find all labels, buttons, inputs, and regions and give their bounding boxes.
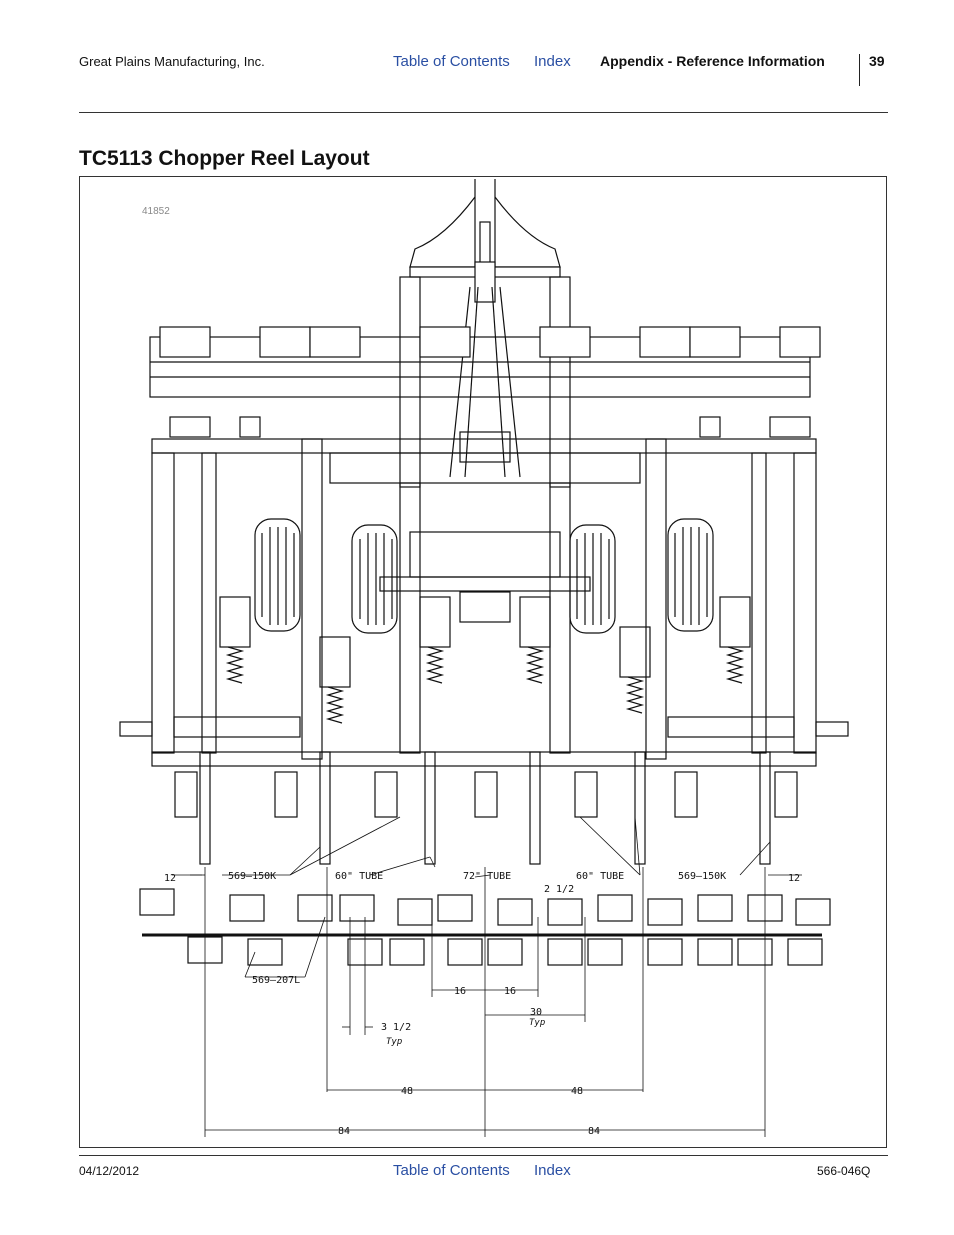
figure-number: 41852 — [142, 206, 170, 217]
gauge-wheels — [254, 518, 714, 634]
outer-right-dimension: 84 — [588, 1126, 600, 1137]
offset-typ-note: Typ — [386, 1037, 402, 1047]
page-number: 39 — [869, 53, 885, 69]
header-toc-link[interactable]: Table of Contents — [393, 53, 510, 70]
outer-left-dimension: 84 — [338, 1126, 350, 1137]
reel-spacing-typ-note: Typ — [529, 1018, 545, 1028]
main-frame — [151, 431, 817, 760]
left-part-number-label: 569–150K — [228, 871, 276, 882]
top-basket-row — [149, 326, 821, 438]
company-name: Great Plains Manufacturing, Inc. — [79, 54, 265, 69]
chopper-reel-layout-figure: 41852 — [79, 176, 887, 1148]
header-divider — [859, 54, 860, 86]
footer-index-link[interactable]: Index — [534, 1162, 571, 1179]
lower-part-number-label: 569–207L — [252, 975, 300, 986]
header-index-link[interactable]: Index — [534, 53, 571, 70]
right-tube-label: 60" TUBE — [576, 871, 624, 882]
offset-dimension: 3 1/2 — [381, 1022, 411, 1033]
footer-toc-link[interactable]: Table of Contents — [393, 1162, 510, 1179]
reel-layout-drawing: 12 12 569–150K 569–150K 60" TUBE 72" TUB… — [119, 179, 849, 1137]
center-left-dimension: 16 — [454, 986, 466, 997]
right-part-number-label: 569–150K — [678, 871, 726, 882]
upper-frame-posts — [399, 276, 571, 488]
left-tube-label: 60" TUBE — [335, 871, 383, 882]
dimension-lines — [172, 816, 802, 1137]
reel-spacing-dimension: 30 — [530, 1007, 542, 1018]
spacing-half-label: 2 1/2 — [544, 884, 574, 895]
chopper-reels — [139, 888, 831, 966]
footer-rule — [79, 1155, 888, 1156]
right-end-offset-label: 12 — [788, 873, 800, 884]
inner-left-dimension: 48 — [401, 1086, 413, 1097]
document-number: 566-046Q — [817, 1164, 871, 1178]
header-rule — [79, 112, 888, 113]
page-title: TC5113 Chopper Reel Layout — [79, 147, 370, 170]
center-tube-label: 72" TUBE — [463, 871, 511, 882]
section-title: Appendix - Reference Information — [600, 53, 825, 69]
center-right-dimension: 16 — [504, 986, 516, 997]
rear-toolbar — [151, 751, 817, 865]
spring-shank-assemblies — [219, 596, 751, 724]
inner-right-dimension: 48 — [571, 1086, 583, 1097]
hitch-tongue — [409, 179, 561, 303]
wing-cylinders — [119, 716, 849, 738]
footer-date: 04/12/2012 — [79, 1164, 140, 1178]
left-end-offset-label: 12 — [164, 873, 176, 884]
